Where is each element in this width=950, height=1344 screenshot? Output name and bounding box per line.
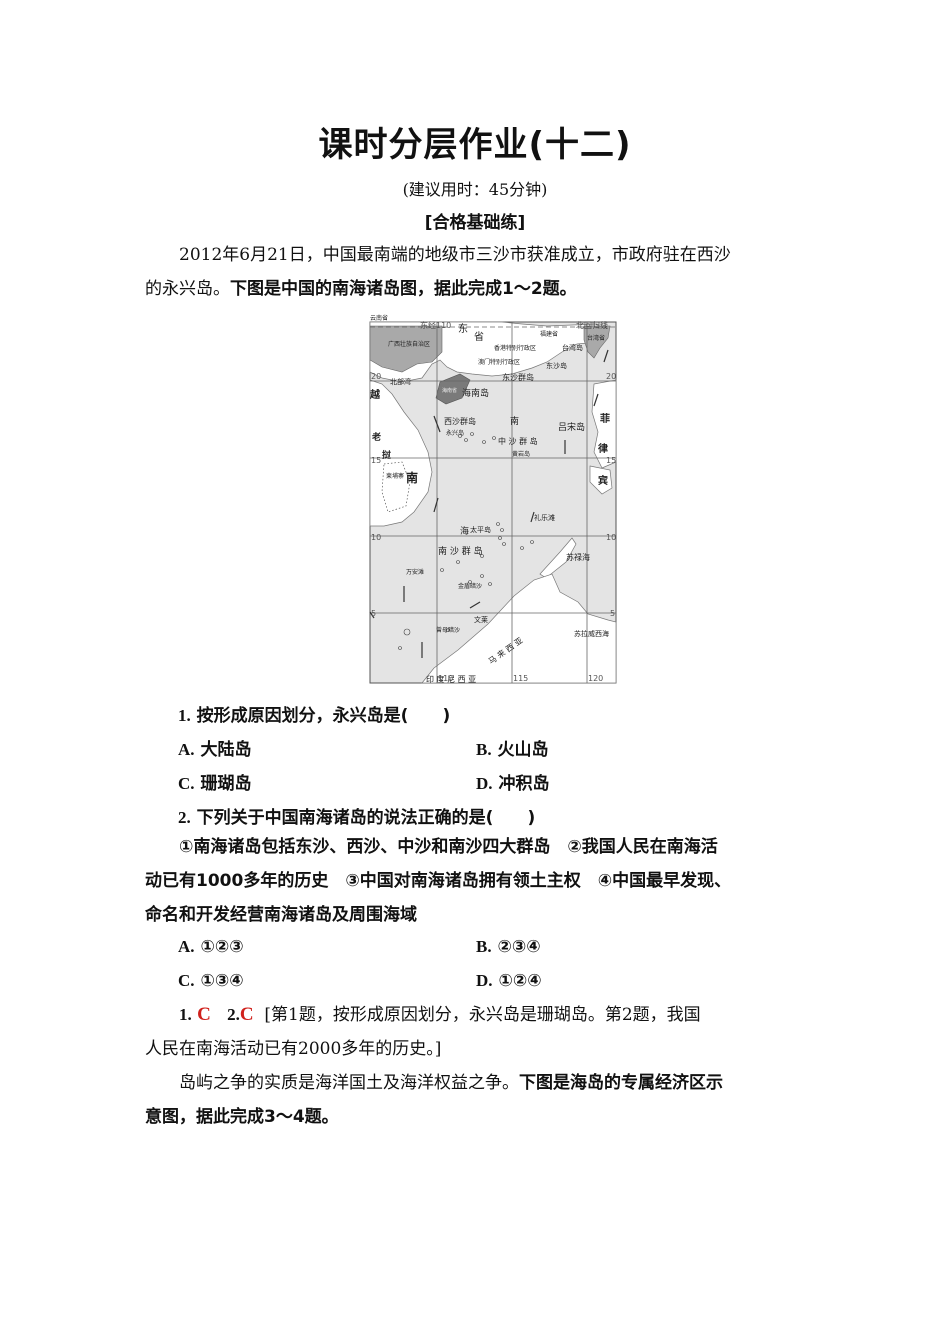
lat-15-left: 15 [371,456,381,465]
question-2: 2. 下列关于中国南海诸岛的说法正确的是( ) [178,803,535,828]
intro2-line-2: 意图，据此完成3～4题。 [145,1107,339,1127]
q1-option-b[interactable]: B. 火山岛 [476,740,549,760]
label-huangyan: 黄岩岛 [512,450,530,458]
label-dongsha-group: 东沙群岛 [502,372,534,382]
label-yunnan: 云南省 [370,314,388,322]
lon-120: 120 [588,674,603,683]
lat-5-left: 5 [371,609,376,618]
label-macau: 澳门特别行政区 [478,358,520,366]
intro-line-2-bold: 下图是中国的南海诸岛图，据此完成1～2题。 [230,279,577,299]
label-guangdong: 省 [474,330,484,343]
label-zhongsha: 中 沙 群 岛 [498,436,538,446]
page-title: 课时分层作业(十二) [318,125,632,165]
answer-explanation: 1. C 2.C [第1题，按形成原因划分，永兴岛是珊瑚岛。第2题，我国 人民在… [145,998,810,1066]
south-china-sea-map: 云南省 广西壮族自治区 省 东 福建省 台湾省 台湾岛 北回归线 东经110 香… [362,312,624,692]
q1-option-c[interactable]: C. 珊瑚岛 [178,774,252,794]
label-hainan-island: 海南岛 [462,387,489,399]
label-beibu: 北部湾 [390,377,411,386]
lat-10-right: 10 [606,533,616,542]
lon-115: 115 [513,674,528,683]
statements-line-3: 命名和开发经营南海诸岛及周围海域 [145,905,417,925]
label-jinmu: 金盾暗沙 [458,582,482,590]
question-2-stem: 下列关于中国南海诸岛的说法正确的是( ) [196,808,536,828]
lon-110: 110 [438,674,453,683]
answer-2-value: C [239,1004,254,1025]
label-celebes: 苏拉威西海 [574,629,609,638]
statements-line-1: ①南海诸岛包括东沙、西沙、中沙和南沙四大群岛 ②我国人民在南海活 [179,837,718,857]
label-hongkong: 香港特别行政区 [494,344,536,352]
label-wanan: 万安滩 [406,568,424,576]
label-cambodia: 柬埔寨 [386,472,404,480]
section-label: [合格基础练] [424,213,526,233]
q2-option-d[interactable]: D. ①②④ [476,971,542,991]
label-xisha: 西沙群岛 [444,416,476,426]
label-lv: 律 [598,442,608,455]
label-brunei: 文莱 [474,615,488,624]
intro2-line-1-plain: 岛屿之争的实质是海洋国土及海洋权益之争。 [179,1073,519,1093]
intro-paragraph-2: 岛屿之争的实质是海洋国土及海洋权益之争。下图是海岛的专属经济区示 意图，据此完成… [145,1066,810,1134]
suggested-time: (建议用时：45分钟) [402,180,548,199]
label-east: 东 [458,322,468,335]
question-2-number: 2. [178,808,191,827]
q1-option-d[interactable]: D. 冲积岛 [476,774,550,794]
question-2-statements: ①南海诸岛包括东沙、西沙、中沙和南沙四大群岛 ②我国人民在南海活 动已有1000… [145,830,810,932]
question-1: 1. 按形成原因划分，永兴岛是( ) [178,701,450,726]
label-zengmu: 曾母暗沙 [436,626,460,634]
label-guangxi: 广西壮族自治区 [388,340,430,348]
intro-line-2-plain: 的永兴岛。 [145,279,230,299]
lat-20-right: 20 [606,372,616,381]
label-taiwan-prov: 台湾省 [587,334,605,342]
label-taiwan-island: 台湾岛 [562,343,583,352]
answer-2-label: 2. [227,1005,240,1024]
intro-line-1: 2012年6月21日，中国最南端的地级市三沙市获准成立，市政府驻在西沙 [179,245,731,265]
lat-15-right: 15 [606,456,616,465]
label-indonesia: 印 度 尼 西 亚 [426,674,476,684]
label-fujian: 福建省 [540,330,558,338]
label-nan: 南 [510,415,519,427]
label-tropic: 北回归线 [576,320,608,330]
explanation-line-1: [第1题，按形成原因划分，永兴岛是珊瑚岛。第2题，我国 [264,1005,701,1025]
question-1-number: 1. [178,706,191,725]
label-wo: 挝 [382,449,392,461]
lat-10-left: 10 [371,533,381,542]
label-nansha: 南 沙 群 岛 [438,545,483,557]
label-hainan-prov: 海南省 [442,387,457,394]
q2-option-a[interactable]: A. ①②③ [178,937,244,957]
label-yue: 越 [369,388,381,401]
q1-option-a[interactable]: A. 大陆岛 [178,740,252,760]
label-taiping: 太平岛 [470,525,491,534]
label-east-lon: 东经110 [420,320,451,330]
label-lvsong: 吕宋岛 [558,421,585,433]
explanation-line-2: 人民在南海活动已有2000多年的历史。] [145,1039,442,1059]
label-bin: 宾 [598,474,608,487]
label-hai: 海 [460,525,469,537]
q2-option-b[interactable]: B. ②③④ [476,937,541,957]
label-lao: 老 [371,431,381,443]
lat-5-right: 5 [610,609,615,618]
question-1-stem: 按形成原因划分，永兴岛是( ) [196,706,451,726]
statements-line-2: 动已有1000多年的历史 ③中国对南海诸岛拥有领土主权 ④中国最早发现、 [145,871,732,891]
label-yongxing: 永兴岛 [446,429,464,437]
label-fei: 菲 [600,412,610,425]
label-vn-nan: 南 [406,470,418,485]
label-sulu: 苏禄海 [566,552,590,562]
intro-paragraph-1: 2012年6月21日，中国最南端的地级市三沙市获准成立，市政府驻在西沙 的永兴岛… [145,238,810,306]
label-dongsha-island: 东沙岛 [546,361,567,370]
q2-option-c[interactable]: C. ①③④ [178,971,244,991]
lat-20-left: 20 [371,372,381,381]
label-lile: 礼乐滩 [534,513,555,522]
intro2-line-1-bold: 下图是海岛的专属经济区示 [519,1073,723,1093]
answer-1-label: 1. [179,1005,192,1024]
answer-1-value: C [197,1004,211,1025]
